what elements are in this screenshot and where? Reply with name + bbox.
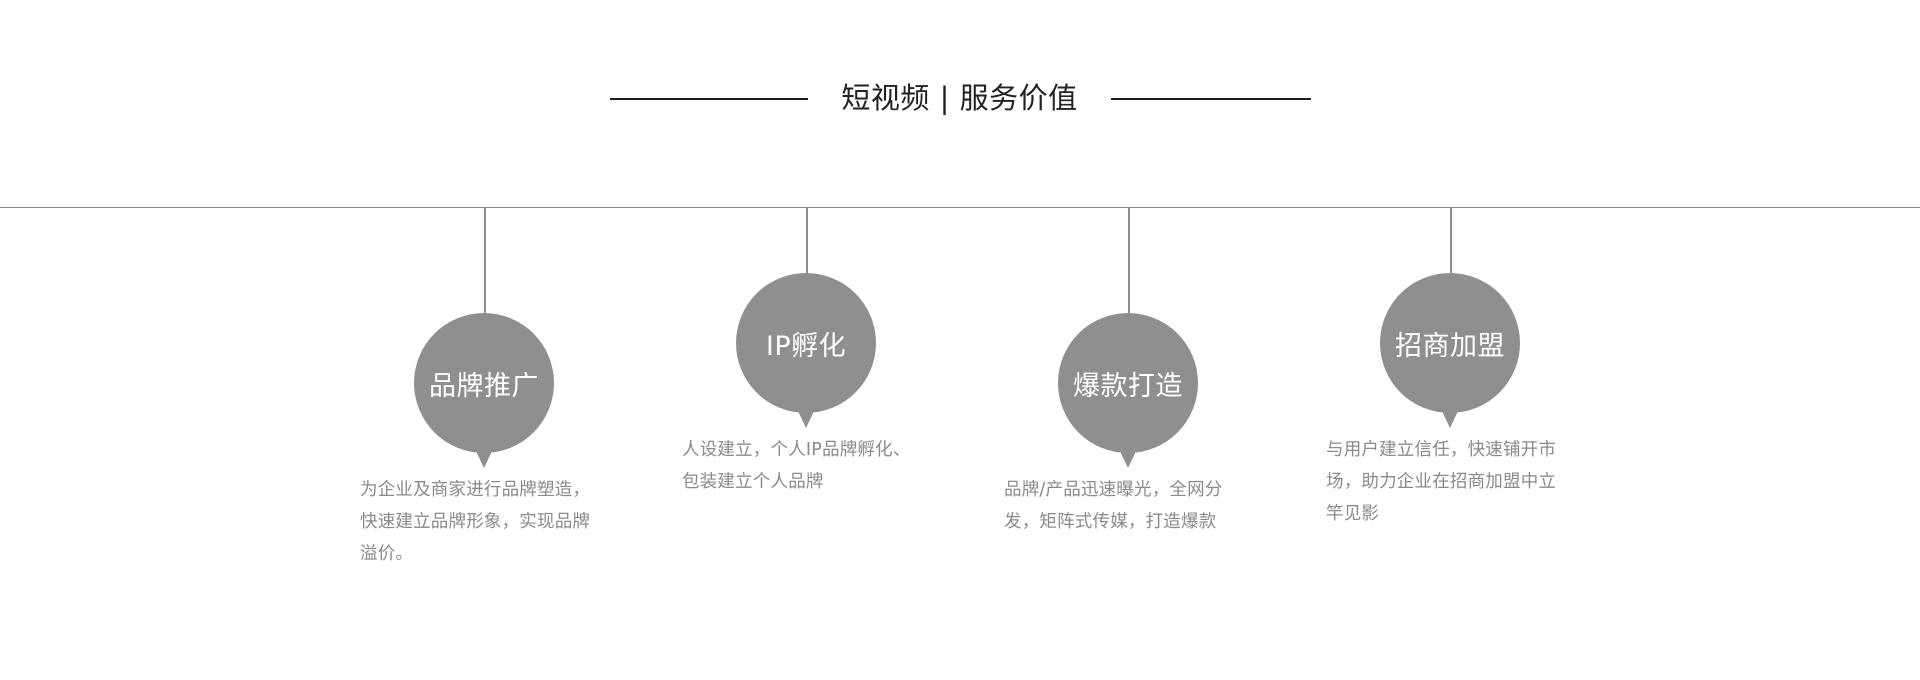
title-right-rule [1111,98,1311,100]
bubble-hit-product: 爆款打造 [1058,313,1198,468]
title-section: 短视频 | 服务价值 [0,76,1920,120]
timeline-line [0,207,1920,208]
description-brand-promotion: 为企业及商家进行品牌塑造，快速建立品牌形象，实现品牌溢价。 [360,480,591,564]
description-franchise: 与用户建立信任，快速铺开市场，助力企业在招商加盟中立竿见影 [1326,440,1557,524]
bubble-label: IP孵化 [765,330,847,362]
bubble-label: 品牌推广 [429,370,539,402]
page-title: 短视频 | 服务价值 [841,81,1078,115]
description-ip-incubation: 人设建立，个人IP品牌孵化、包装建立个人品牌 [682,440,911,492]
connector-line [806,208,808,273]
title-left-rule [610,98,808,100]
bubble-ip-incubation: IP孵化 [736,273,876,428]
description-hit-product: 品牌/产品迅速曝光，全网分发，矩阵式传媒，打造爆款 [1004,480,1223,532]
bubble-franchise: 招商加盟 [1380,273,1520,428]
bubble-brand-promotion: 品牌推广 [414,313,554,468]
connector-line [484,208,486,313]
bubble-label: 爆款打造 [1073,370,1183,402]
connector-line [1450,208,1452,273]
connector-line [1128,208,1130,313]
bubble-label: 招商加盟 [1395,330,1505,362]
